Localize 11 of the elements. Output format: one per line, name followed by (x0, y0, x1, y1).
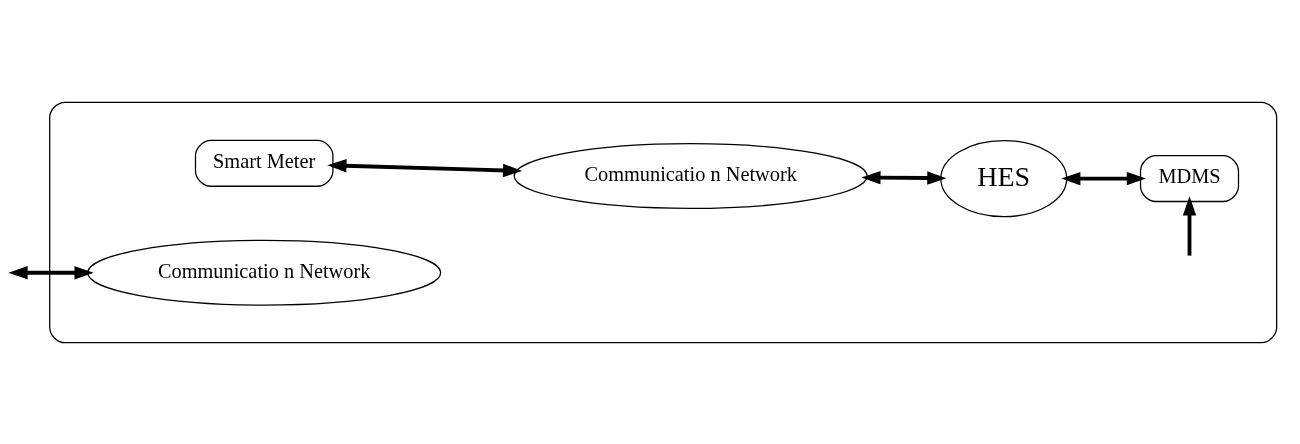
arrow (8, 265, 94, 279)
arrow (1182, 195, 1197, 256)
arrow (861, 170, 947, 185)
arrow (1061, 171, 1146, 185)
arrow (327, 158, 523, 177)
node-ellipse: Communicatio n Network (513, 142, 868, 209)
node-ellipse: Communicatio n Network (87, 239, 442, 306)
node-box: Smart Meter (194, 139, 334, 187)
node-ellipse: HES (940, 139, 1068, 217)
cluster (49, 101, 1278, 343)
node-box: MDMS (1139, 154, 1240, 202)
